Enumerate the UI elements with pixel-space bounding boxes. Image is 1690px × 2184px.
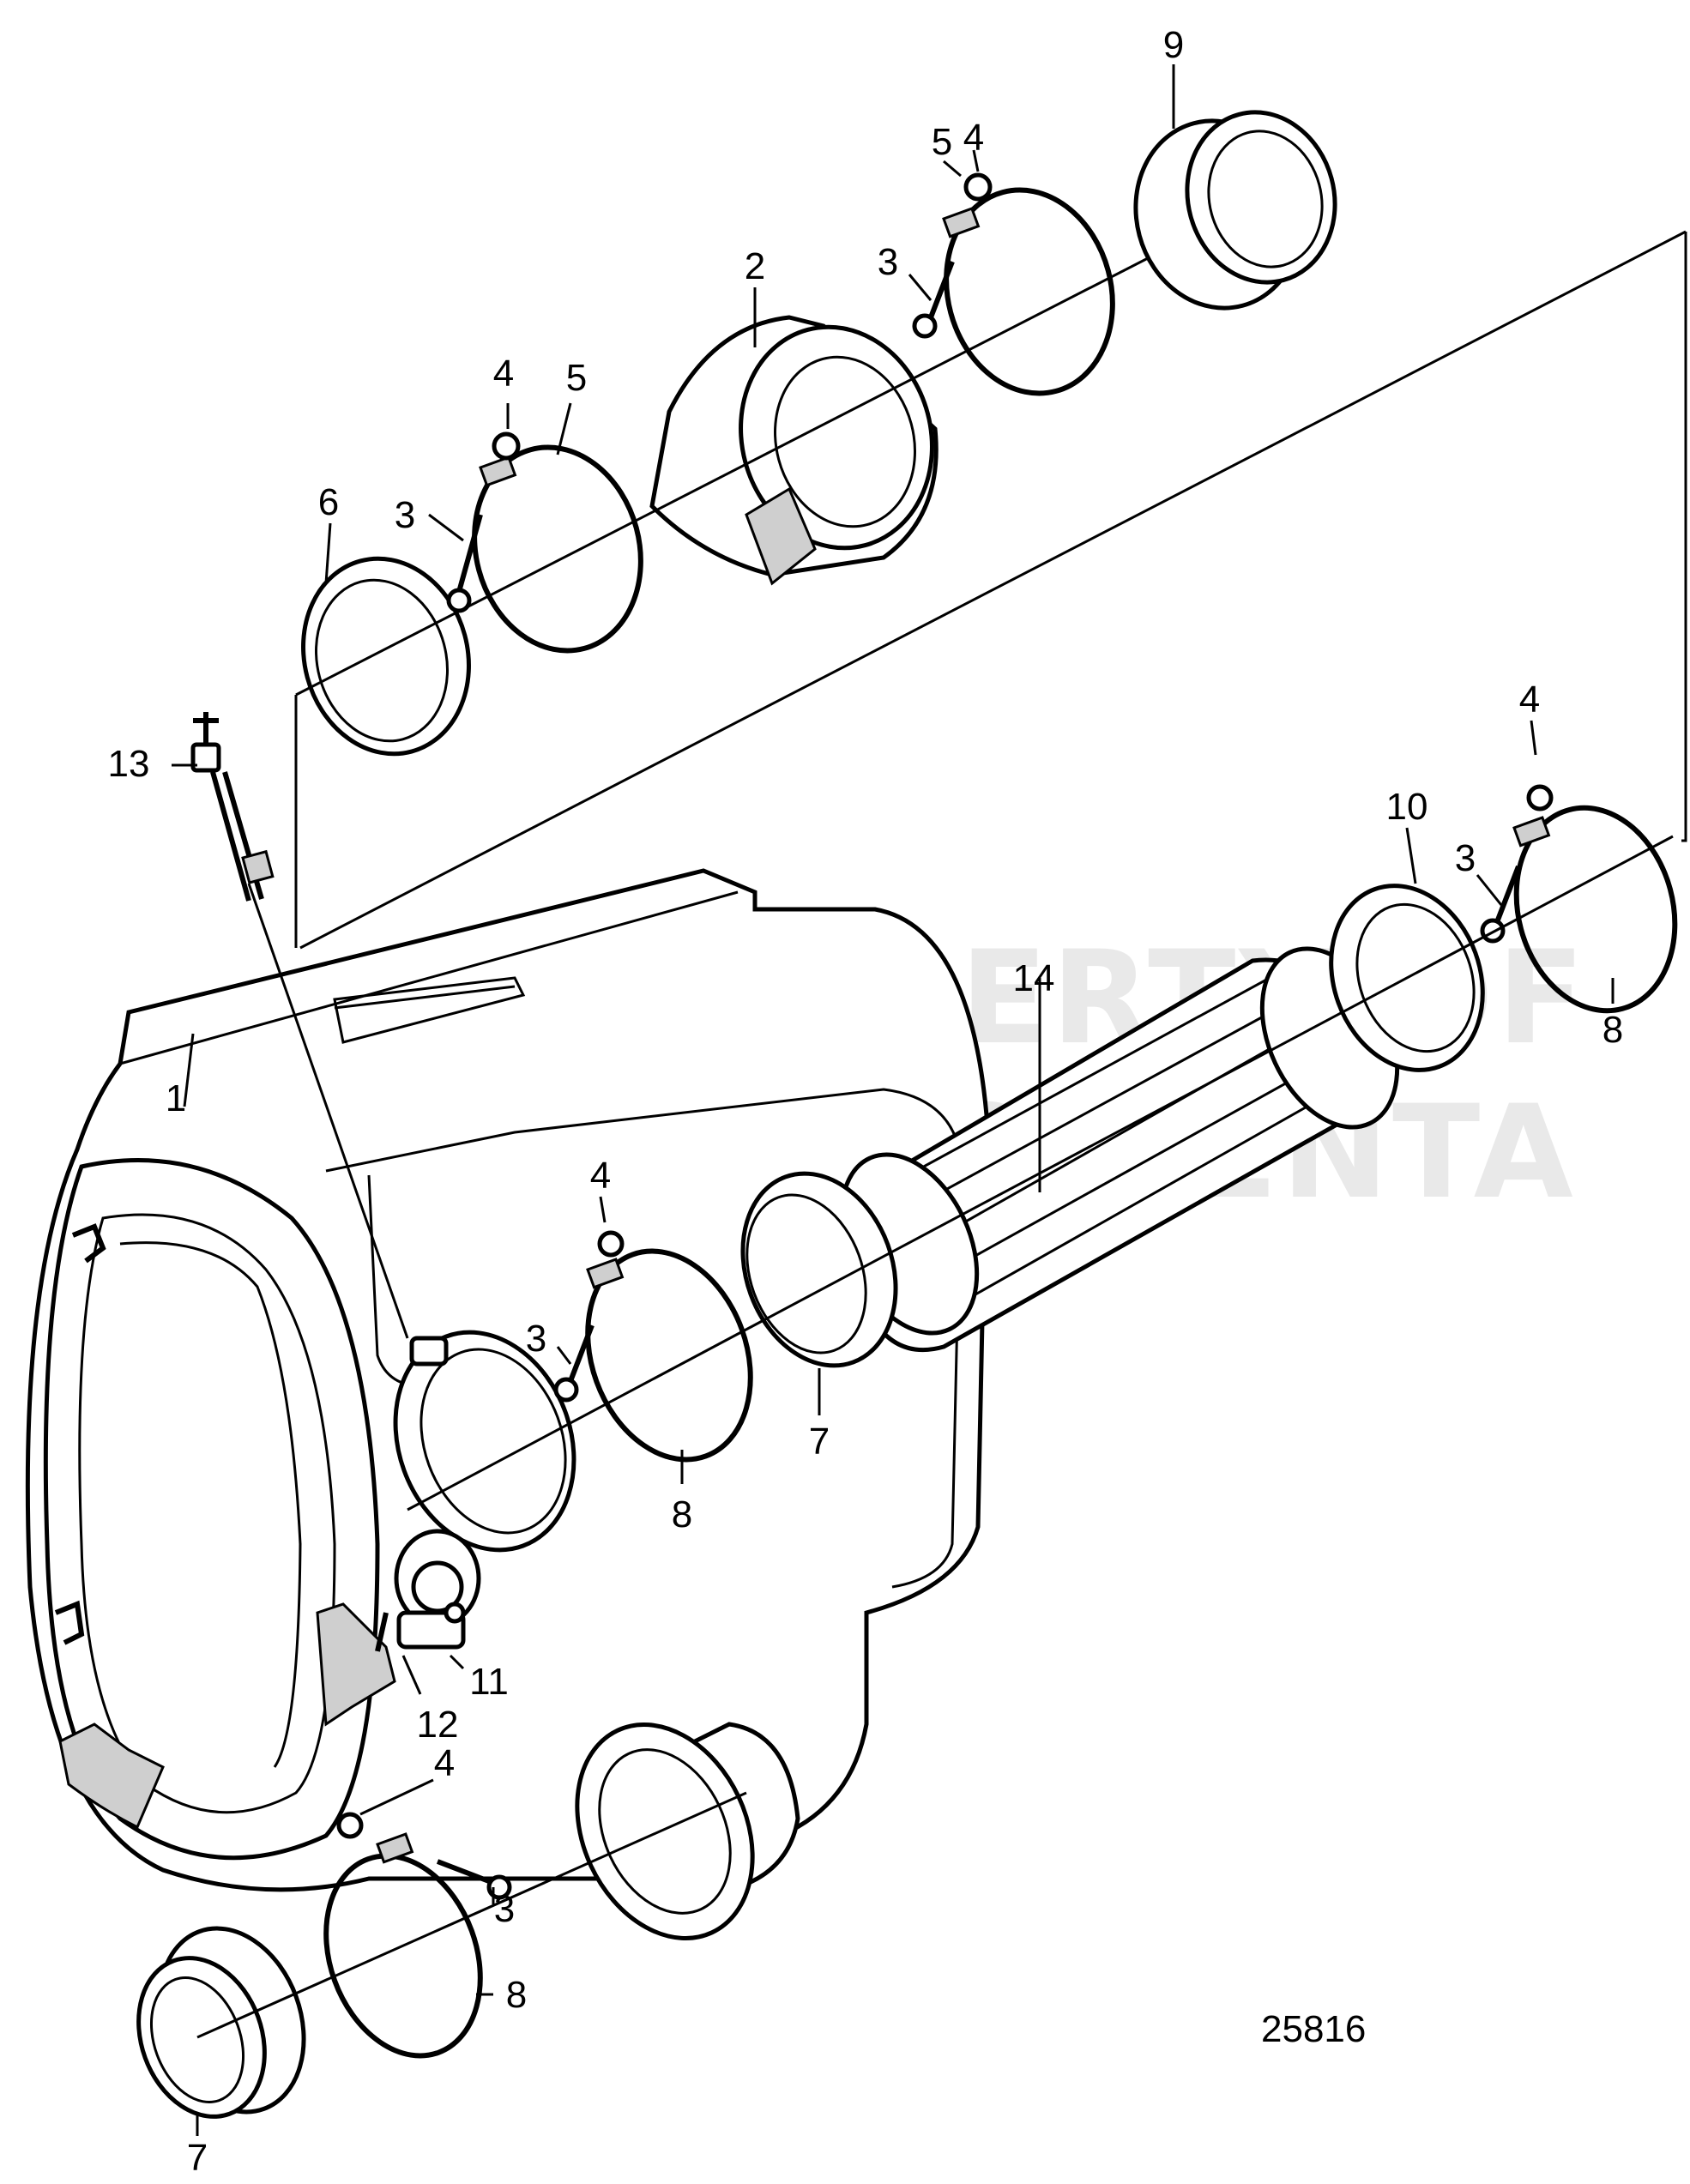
callout-5-upper-left: 5	[566, 357, 587, 399]
bellows-14	[839, 946, 1400, 1353]
callout-3-upper-right: 3	[878, 241, 898, 283]
callout-4-middle: 4	[590, 1155, 611, 1197]
callout-3-upper-left: 3	[395, 494, 415, 536]
callout-8-right: 8	[1602, 1009, 1623, 1051]
sleeve-7-middle	[740, 1171, 898, 1368]
clamp-8-lower	[323, 1812, 512, 2059]
callout-1: 1	[166, 1077, 186, 1119]
sleeve-7-lower	[136, 1926, 306, 2119]
drawing-number: 25816	[1261, 2008, 1366, 2050]
callout-7-lower: 7	[187, 2137, 208, 2179]
callout-5-upper-right: 5	[932, 121, 952, 163]
callout-8-middle: 8	[672, 1493, 692, 1535]
callouts: 1 2 3 3 3 3 3 4 4 4 4 4 5 5 6 7 7 8 8 8 …	[108, 24, 1624, 2179]
callout-11: 11	[469, 1661, 509, 1703]
callout-14: 14	[1013, 957, 1055, 999]
callout-12: 12	[417, 1704, 459, 1746]
sensor-13	[190, 712, 275, 902]
callout-10: 10	[1386, 786, 1428, 828]
callout-6: 6	[318, 481, 339, 523]
muffler-housing	[25, 868, 989, 1940]
callout-13: 13	[108, 743, 150, 785]
leader-lines	[172, 64, 1687, 2136]
callout-4-lower: 4	[434, 1742, 455, 1784]
sleeve-2	[649, 315, 939, 586]
clamp-8-middle	[553, 1230, 753, 1463]
clamp-6	[301, 556, 471, 757]
callout-4-upper-left: 4	[493, 353, 514, 395]
callout-4-upper-right: 4	[963, 117, 984, 159]
callout-4-right: 4	[1519, 679, 1540, 721]
clamp-5-upper-left	[446, 431, 643, 654]
callout-3-middle: 3	[526, 1318, 546, 1360]
callout-9: 9	[1163, 24, 1184, 66]
sleeve-9	[1133, 110, 1337, 311]
callout-2: 2	[745, 245, 765, 287]
callout-8-lower: 8	[506, 1974, 527, 2016]
callout-3-right: 3	[1455, 837, 1476, 879]
sensor-11-12	[375, 1602, 466, 1652]
clamp-5-upper-right	[912, 172, 1115, 396]
callout-7-middle: 7	[809, 1421, 830, 1463]
callout-3-lower: 3	[494, 1888, 515, 1930]
